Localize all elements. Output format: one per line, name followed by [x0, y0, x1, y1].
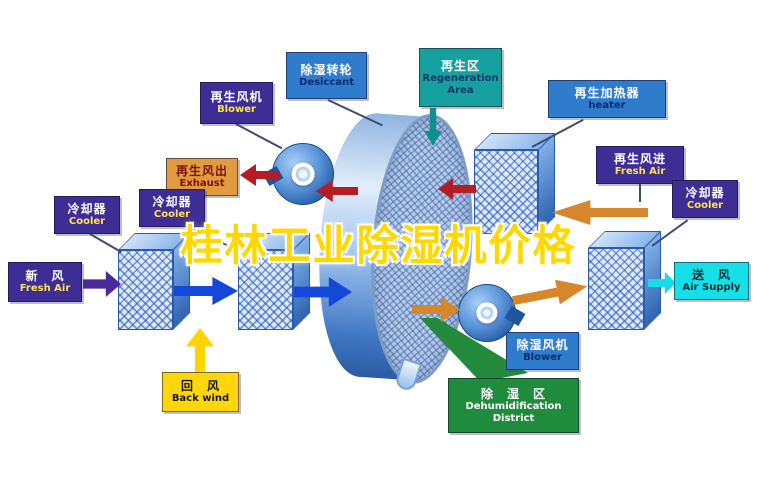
- arrow-back-wind-up: [186, 328, 214, 374]
- label-cooler-mid: 冷却器 Cooler: [139, 189, 205, 227]
- label-regen-area: 再生区 Regeneration Area: [419, 48, 502, 107]
- label-regen-heater-zh: 再生加热器: [574, 86, 640, 101]
- label-air-supply-en: Air Supply: [682, 282, 741, 294]
- label-cooler-left: 冷却器 Cooler: [54, 196, 120, 234]
- label-back-wind: 回 风 Back wind: [162, 372, 239, 412]
- label-cooler-right: 冷却器 Cooler: [672, 180, 738, 218]
- label-exhaust-en: Exhaust: [179, 178, 225, 190]
- label-regen-air-in: 再生风进 Fresh Air: [596, 146, 684, 184]
- label-desiccant-zh: 除湿转轮: [300, 62, 353, 77]
- cube-front-face: [474, 150, 538, 234]
- label-cooler-mid-zh: 冷却器: [152, 195, 192, 210]
- label-fresh-air: 新 风 Fresh Air: [8, 262, 82, 302]
- label-regen-area-en: Regeneration Area: [422, 72, 499, 96]
- blower-hub-icon: [291, 162, 315, 186]
- label-cooler-right-en: Cooler: [686, 200, 724, 212]
- label-regen-blower: 再生风机 Blower: [200, 82, 273, 124]
- connector-regen-blower-label: [235, 123, 283, 150]
- cube-front-face: [238, 250, 293, 330]
- arrow-fresh-air-in: [83, 271, 121, 297]
- label-dehumid-district: 除 湿 区 Dehumidification District: [448, 378, 579, 433]
- label-cooler-mid-en: Cooler: [153, 209, 191, 221]
- label-dehumid-blower-en: Blower: [523, 352, 562, 364]
- label-desiccant-wheel: 除湿转轮 Desiccant: [286, 52, 367, 99]
- blower-hub-icon: [476, 302, 498, 324]
- label-regen-heater-en: heater: [588, 100, 626, 112]
- blower-outlet-icon: [504, 305, 526, 326]
- label-regen-heater: 再生加热器 heater: [548, 80, 666, 118]
- cube-front-face: [118, 250, 173, 330]
- cube-front-face: [588, 248, 644, 330]
- label-dehumid-blower-zh: 除湿风机: [516, 338, 569, 353]
- label-desiccant-en: Desiccant: [299, 76, 354, 88]
- arrow-blower-to-cooler-right: [510, 274, 589, 313]
- label-regen-air-in-en: Fresh Air: [614, 166, 666, 178]
- regen-heater-unit: [474, 133, 555, 234]
- cooler-unit-left: [118, 233, 190, 330]
- label-fresh-air-en: Fresh Air: [19, 283, 71, 295]
- watermark-title: 桂林工业除湿机价格: [180, 221, 577, 270]
- label-cooler-right-zh: 冷却器: [685, 186, 725, 201]
- label-cooler-left-zh: 冷却器: [67, 202, 107, 217]
- label-regen-blower-en: Blower: [217, 104, 256, 116]
- label-dehumid-district-zh: 除 湿 区: [480, 386, 546, 401]
- label-dehumid-district-en: Dehumidification District: [465, 400, 562, 424]
- connector-regen-in-label: [639, 184, 641, 202]
- label-back-wind-zh: 回 风: [180, 379, 220, 394]
- connector-cooler-left-label: [89, 233, 122, 253]
- label-cooler-left-en: Cooler: [68, 216, 106, 228]
- cooler-unit-middle: [238, 233, 310, 330]
- label-back-wind-en: Back wind: [171, 393, 230, 405]
- label-regen-area-zh: 再生区: [440, 58, 480, 73]
- label-fresh-air-zh: 新 风: [25, 269, 65, 284]
- label-air-supply: 送 风 Air Supply: [674, 262, 749, 300]
- label-regen-blower-zh: 再生风机: [210, 90, 263, 105]
- label-regen-air-in-zh: 再生风进: [613, 152, 666, 167]
- label-exhaust-zh: 再生风出: [175, 164, 228, 179]
- cooler-unit-right: [588, 231, 661, 330]
- label-dehumid-blower: 除湿风机 Blower: [506, 332, 579, 370]
- label-air-supply-zh: 送 风: [691, 268, 731, 283]
